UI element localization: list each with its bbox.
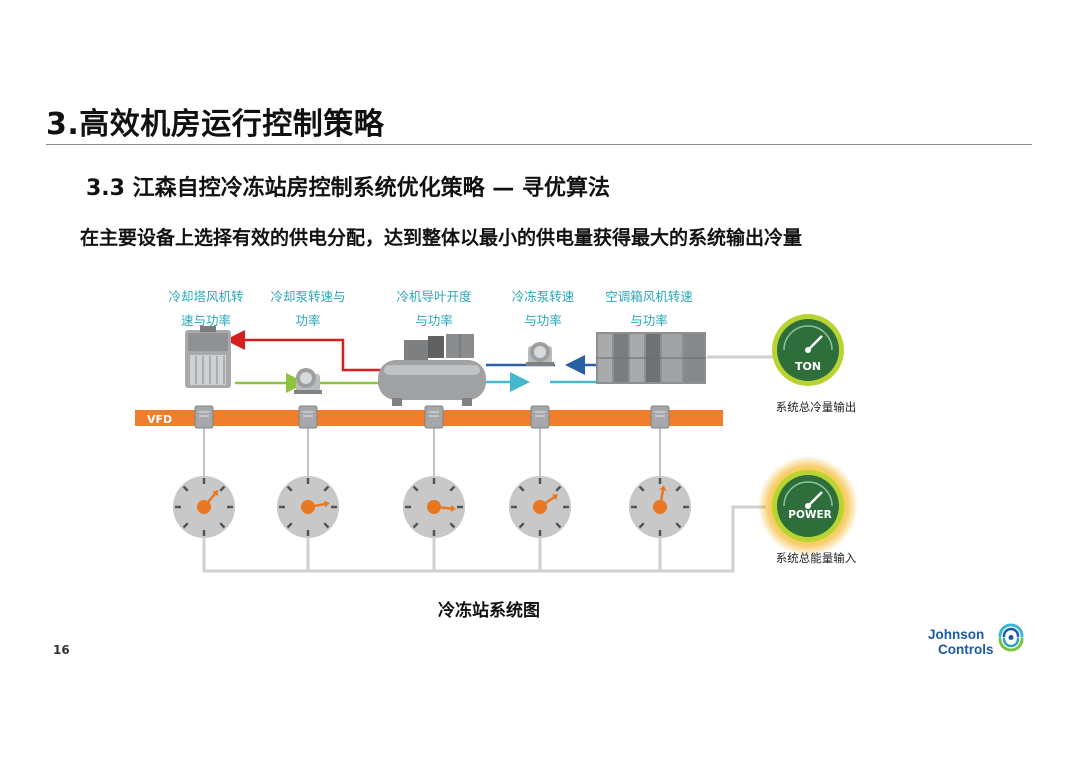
dial-tick bbox=[412, 522, 419, 529]
dial-tick bbox=[286, 485, 293, 492]
label-line: 与功率 bbox=[415, 313, 453, 328]
ton-gauge-caption: 系统总冷量输出 bbox=[776, 400, 857, 414]
power-gauge-caption: 系统总能量输入 bbox=[776, 551, 857, 565]
dial-tick bbox=[182, 485, 189, 492]
label-line: 与功率 bbox=[630, 313, 668, 328]
equipment-label-cooling-pump: 冷却泵转速与 功率 bbox=[270, 289, 345, 328]
diagram-caption: 冷冻站系统图 bbox=[438, 601, 540, 621]
label-line: 冷机导叶开度 bbox=[396, 289, 472, 304]
air-handling-unit-icon bbox=[596, 332, 706, 384]
dial-needle-head bbox=[450, 504, 456, 512]
label-line: 功率 bbox=[295, 313, 320, 328]
power-dial bbox=[173, 476, 235, 538]
dial-hub bbox=[197, 500, 211, 514]
vfd-drive-icon bbox=[298, 405, 318, 429]
label-line: 冷却泵转速与 bbox=[270, 289, 345, 304]
vfd-drive-icon bbox=[194, 405, 214, 429]
chiller-icon bbox=[378, 334, 486, 406]
dial-needle-head bbox=[212, 490, 219, 497]
power-gauge-label: POWER bbox=[788, 509, 831, 521]
dial-hub bbox=[301, 500, 315, 514]
power-dials bbox=[173, 476, 691, 538]
label-line: 空调箱风机转速 bbox=[605, 289, 693, 304]
chilled-pump-icon bbox=[526, 342, 554, 366]
dial-tick bbox=[638, 485, 645, 492]
ton-gauge: TON bbox=[772, 314, 844, 386]
cooling-tower-icon bbox=[185, 326, 231, 388]
dial-tick bbox=[518, 522, 525, 529]
vfd-drive-icon bbox=[424, 405, 444, 429]
power-dial bbox=[509, 476, 571, 538]
label-line: 冷冻泵转速 bbox=[512, 289, 575, 304]
dial-tick bbox=[182, 522, 189, 529]
dial-hub bbox=[533, 500, 547, 514]
dial-tick bbox=[518, 485, 525, 492]
vfd-label: VFD bbox=[147, 413, 172, 426]
dial-tick bbox=[286, 522, 293, 529]
dial-tick bbox=[449, 485, 456, 492]
dial-hub bbox=[653, 500, 667, 514]
dial-tick bbox=[638, 522, 645, 529]
power-needle bbox=[807, 491, 823, 507]
page-number: 16 bbox=[53, 643, 70, 657]
vfd-drive-icon bbox=[650, 405, 670, 429]
equipment-label-chiller: 冷机导叶开度 与功率 bbox=[396, 289, 472, 328]
dial-tick bbox=[675, 485, 682, 492]
johnson-controls-logo: Johnson Controls bbox=[928, 614, 1028, 658]
vfd-drive-icon bbox=[530, 405, 550, 429]
power-dial bbox=[629, 476, 691, 538]
label-line: 与功率 bbox=[524, 313, 562, 328]
equipment-label-cooling-tower: 冷却塔风机转 速与功率 bbox=[168, 289, 243, 328]
power-dial bbox=[277, 476, 339, 538]
dial-tick bbox=[449, 522, 456, 529]
pipe-red bbox=[225, 330, 383, 372]
dial-tick bbox=[219, 522, 226, 529]
dial-hub bbox=[427, 500, 441, 514]
equipment-label-ahu: 空调箱风机转速 与功率 bbox=[605, 289, 693, 328]
strategy-statement: 在主要设备上选择有效的供电分配，达到整体以最小的供电量获得最大的系统输出冷量 bbox=[80, 227, 803, 249]
label-line: 冷却塔风机转 bbox=[168, 289, 243, 304]
logo-wave-icon bbox=[998, 623, 1024, 652]
cooling-pump-icon bbox=[294, 368, 322, 394]
dial-tick bbox=[555, 522, 562, 529]
dial-tick bbox=[412, 485, 419, 492]
power-gauge: POWER bbox=[758, 456, 858, 556]
dial-needle-head bbox=[659, 485, 667, 491]
dial-tick bbox=[323, 485, 330, 492]
dial-tick bbox=[555, 485, 562, 492]
label-line: 速与功率 bbox=[181, 313, 231, 328]
logo-line-2: Controls bbox=[938, 642, 994, 657]
slide-title: 3.高效机房运行控制策略 bbox=[46, 107, 385, 142]
logo-line-1: Johnson bbox=[928, 627, 985, 642]
equipment-label-chilled-pump: 冷冻泵转速 与功率 bbox=[512, 289, 575, 328]
title-divider bbox=[46, 144, 1032, 145]
section-subtitle: 3.3 江森自控冷冻站房控制系统优化策略 — 寻优算法 bbox=[86, 176, 610, 201]
dial-needle-head bbox=[551, 494, 559, 501]
dial-tick bbox=[219, 485, 226, 492]
signal-wires bbox=[202, 355, 774, 573]
dial-tick bbox=[323, 522, 330, 529]
ton-needle bbox=[807, 335, 823, 351]
power-dial bbox=[403, 476, 465, 538]
dial-tick bbox=[675, 522, 682, 529]
dial-needle-head bbox=[324, 500, 330, 508]
vfd-dial-connectors bbox=[203, 428, 661, 478]
ton-gauge-label: TON bbox=[795, 360, 821, 373]
